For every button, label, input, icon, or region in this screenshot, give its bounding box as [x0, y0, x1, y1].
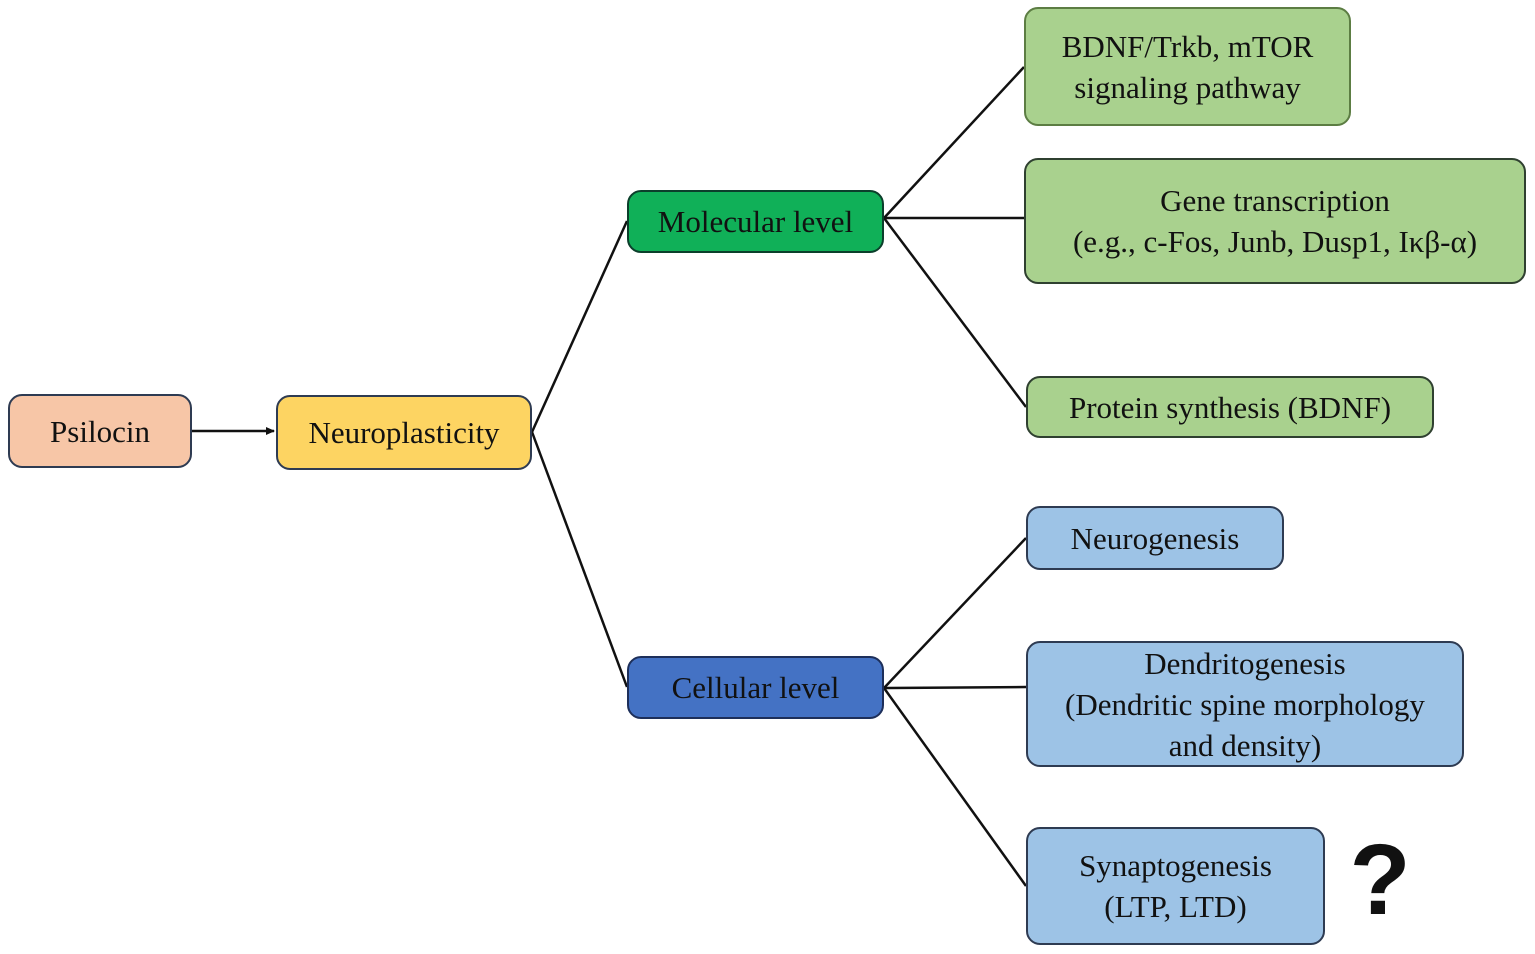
line-cellular-to-neurogenesis [883, 537, 1027, 689]
neuroplasticity-label: Neuroplasticity [308, 415, 500, 450]
line-neuroplasticity-to-cellular [530, 431, 629, 688]
gene-transcription-node: Gene transcription (e.g., c-Fos, Junb, D… [1024, 158, 1526, 284]
dendritogenesis-node: Dendritogenesis (Dendritic spine morphol… [1026, 641, 1464, 767]
molecular-level-label: Molecular level [657, 204, 854, 239]
synaptogenesis-node: Synaptogenesis (LTP, LTD) [1026, 827, 1325, 945]
neurogenesis-label: Neurogenesis [1070, 520, 1240, 556]
bdnf-trkb-node: BDNF/Trkb, mTOR signaling pathway [1024, 7, 1351, 126]
bdnf-trkb-line1: BDNF/Trkb, mTOR [1061, 28, 1314, 64]
bdnf-trkb-line2: signaling pathway [1074, 69, 1301, 105]
dendritogenesis-line1: Dendritogenesis [1144, 645, 1346, 681]
dendritogenesis-line3: and density) [1168, 727, 1322, 763]
line-cellular-to-synaptogenesis [882, 687, 1028, 887]
cellular-level-node: Cellular level [627, 656, 884, 719]
dendritogenesis-line2: (Dendritic spine morphology [1065, 686, 1425, 722]
synaptogenesis-line1: Synaptogenesis [1079, 848, 1272, 883]
question-mark-annotation: ? [1349, 824, 1411, 936]
neuroplasticity-node: Neuroplasticity [276, 395, 532, 470]
psilocin-label: Psilocin [50, 413, 150, 449]
gene-transcription-line2: (e.g., c-Fos, Junb, Dusp1, Iκβ-α) [1072, 224, 1478, 259]
synaptogenesis-line2: (LTP, LTD) [1104, 889, 1247, 924]
molecular-level-node: Molecular level [627, 190, 884, 253]
protein-synthesis-label: Protein synthesis (BDNF) [1068, 389, 1392, 425]
line-molecular-to-bdnf [883, 66, 1025, 219]
psilocin-node: Psilocin [8, 394, 192, 468]
cellular-level-label: Cellular level [671, 670, 840, 705]
line-molecular-to-protein [883, 217, 1027, 408]
line-cellular-to-dendritogenesis [883, 685, 1027, 690]
line-neuroplasticity-to-molecular [530, 220, 629, 433]
gene-transcription-line1: Gene transcription [1160, 183, 1390, 218]
neurogenesis-node: Neurogenesis [1026, 506, 1284, 570]
protein-synthesis-node: Protein synthesis (BDNF) [1026, 376, 1434, 438]
